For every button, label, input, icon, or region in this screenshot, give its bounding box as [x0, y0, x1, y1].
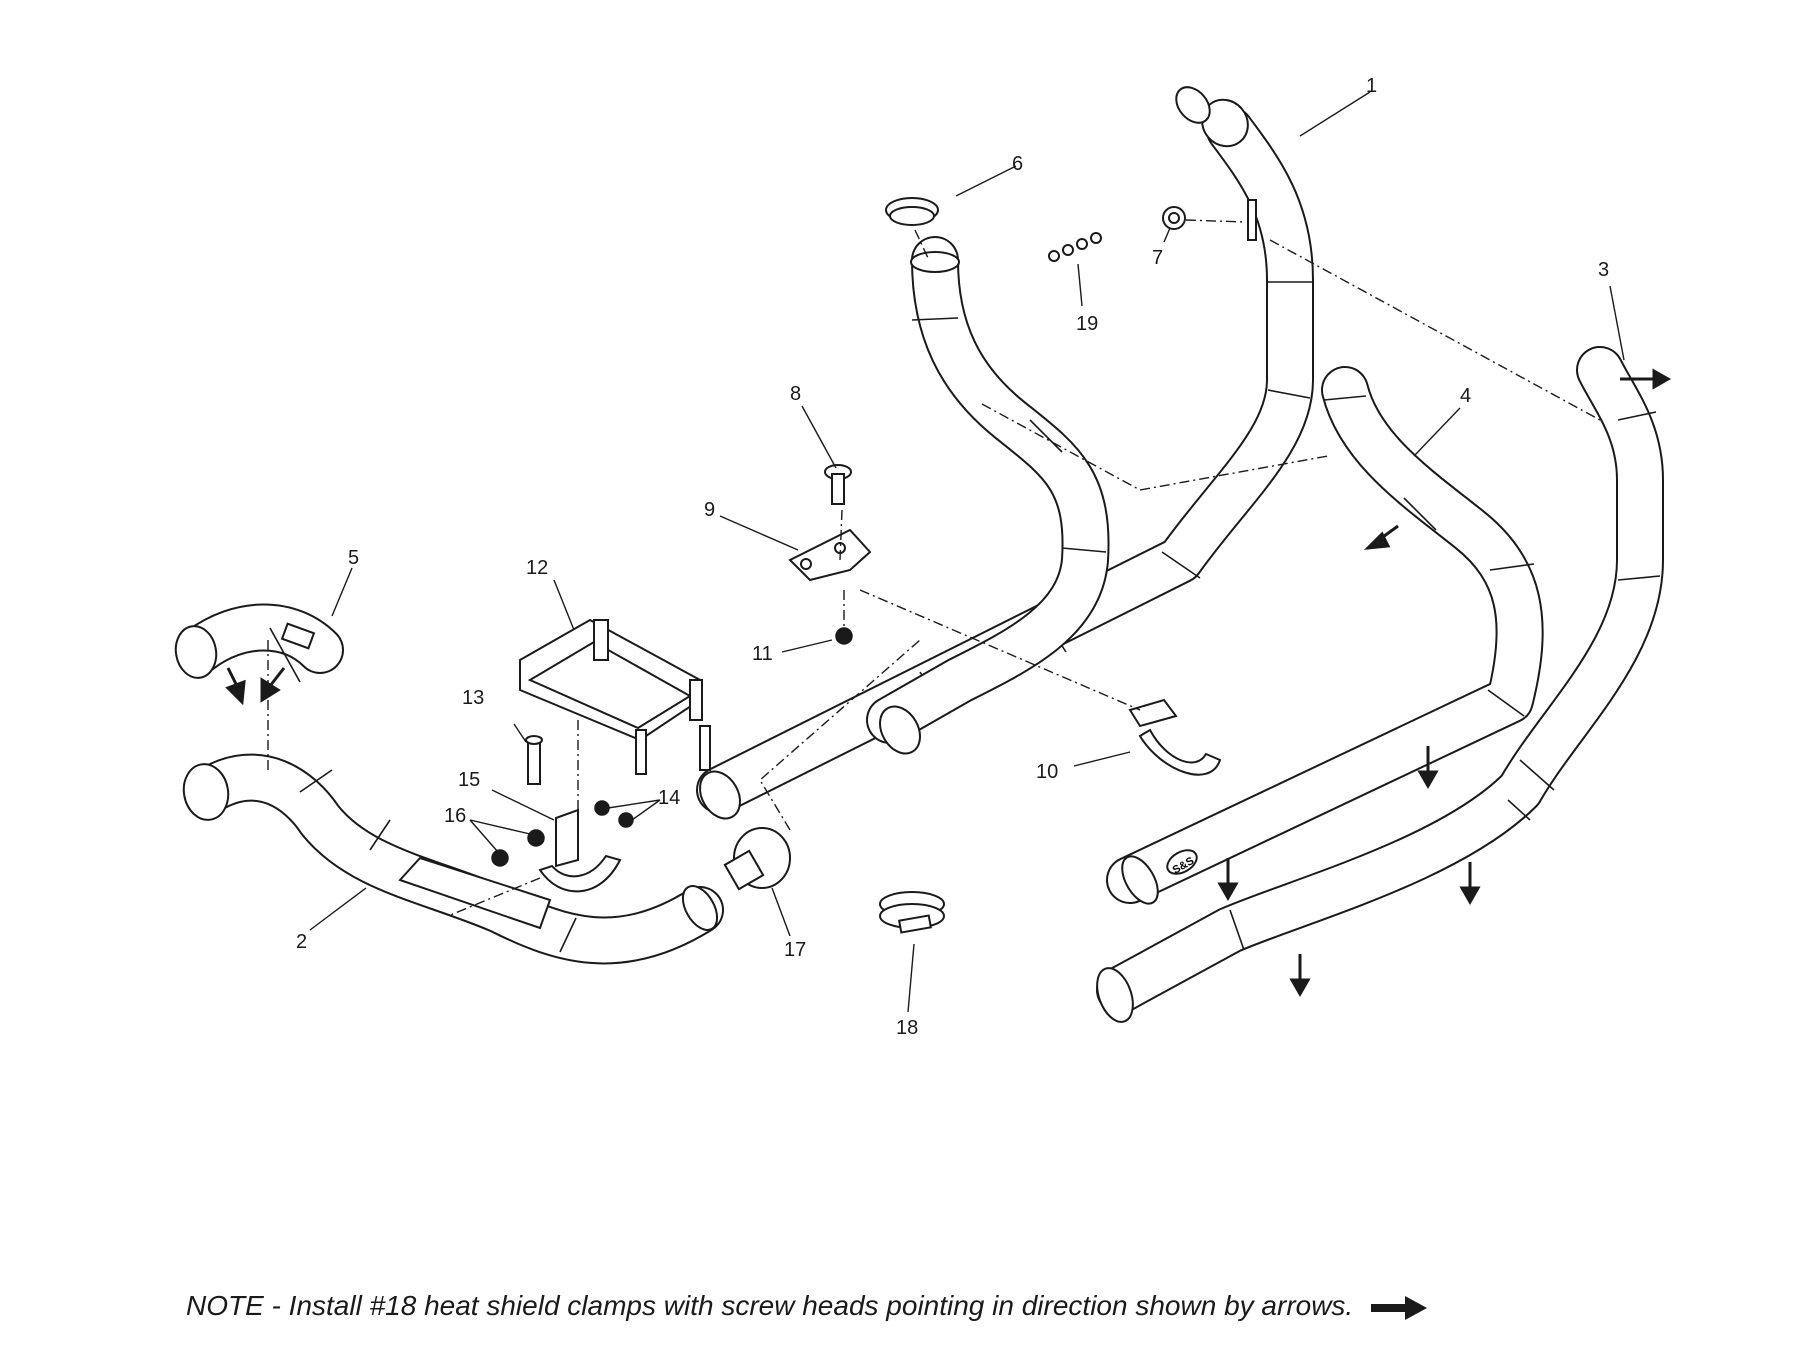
callout-5: 5	[348, 547, 359, 569]
callout-16: 16	[444, 805, 466, 827]
callout-3: 3	[1598, 259, 1609, 281]
callout-8: 8	[790, 383, 801, 405]
clamp-part-17	[723, 827, 791, 891]
leader-lines	[309, 91, 1625, 1013]
direction-arrows	[225, 368, 1672, 998]
heat-shield-part-3	[1096, 346, 1664, 1023]
nut-part-11	[835, 627, 853, 645]
callout-12: 12	[526, 557, 548, 579]
install-note-text: NOTE - Install #18 heat shield clamps wi…	[186, 1290, 1354, 1321]
callout-1: 1	[1366, 75, 1377, 97]
bolt-part-8	[824, 464, 852, 505]
callout-9: 9	[704, 499, 715, 521]
callout-17: 17	[784, 939, 806, 961]
bracket-part-12	[519, 618, 711, 775]
hose-clamp-part-18	[879, 891, 945, 934]
bolt-part-13	[525, 735, 543, 785]
callout-14: 14	[658, 787, 680, 809]
callout-6: 6	[1012, 153, 1023, 175]
callout-13: 13	[462, 687, 484, 709]
washers-part-19	[1048, 232, 1102, 262]
heat-shield-part-5	[174, 603, 344, 683]
callout-15: 15	[458, 769, 480, 791]
header-pipe-front	[866, 236, 1110, 755]
crossover-pipe-part-2	[182, 753, 724, 965]
right-arrow-icon	[1371, 1295, 1427, 1320]
clamp-part-10	[1128, 698, 1222, 776]
assembly-lines	[267, 219, 1601, 917]
callout-7: 7	[1152, 247, 1163, 269]
callout-11: 11	[752, 643, 773, 665]
callout-4: 4	[1460, 385, 1471, 407]
nuts-part-16	[491, 829, 545, 867]
install-note: NOTE - Install #18 heat shield clamps wi…	[186, 1290, 1429, 1322]
mount-part-9	[788, 528, 872, 582]
heat-shield-part-4: S&S	[1106, 366, 1544, 905]
bung-part-7	[1162, 206, 1186, 230]
clamp-part-15	[538, 808, 622, 893]
callout-18: 18	[896, 1017, 918, 1039]
callout-19: 19	[1076, 313, 1098, 335]
callout-labels: 1 2 3 4 5 6 7 8 9 10 11 12 13 14 15 16 1…	[296, 75, 1609, 1039]
ring-part-6	[885, 197, 939, 226]
callout-10: 10	[1036, 761, 1058, 783]
callout-2: 2	[296, 931, 307, 953]
header-pipe-part-1	[696, 86, 1314, 820]
